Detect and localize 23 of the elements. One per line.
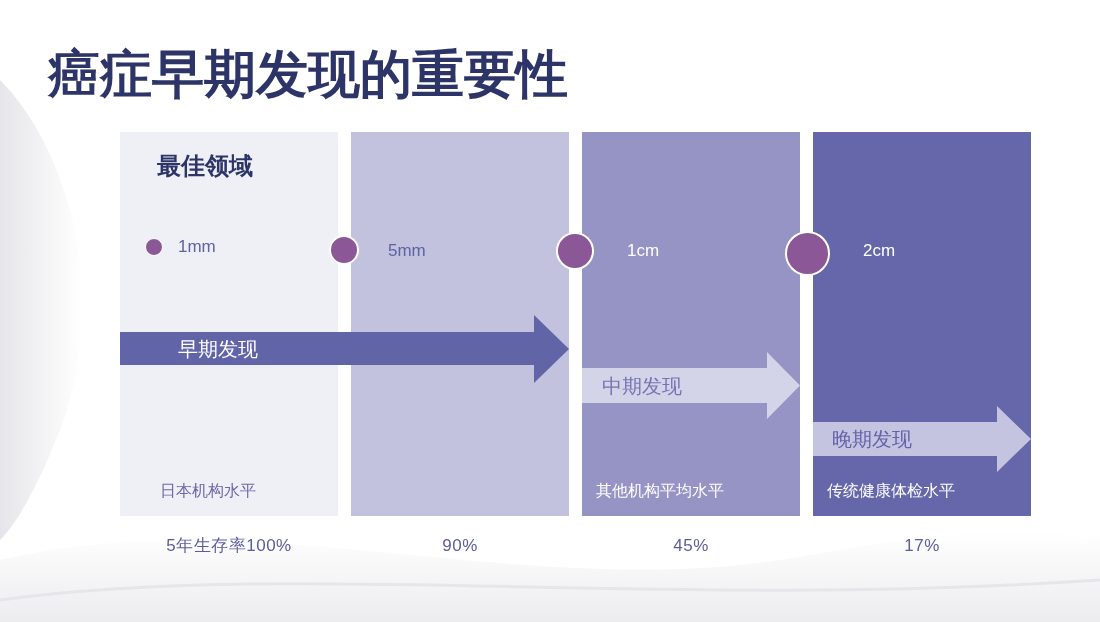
edge-label: 中期发现 — [602, 375, 682, 396]
edge-label: 早期发现 — [178, 339, 258, 359]
edge-label: 晚期发现 — [832, 429, 912, 449]
survival-rate: 5年生存率100% — [166, 536, 292, 554]
survival-rate: 45% — [673, 536, 709, 554]
size-label: 1cm — [627, 241, 660, 259]
slide-title: 癌症早期发现的重要性 — [48, 48, 568, 100]
section-heading: 最佳领域 — [157, 154, 253, 178]
survival-rate: 90% — [442, 536, 478, 554]
level-label: 日本机构水平 — [160, 483, 256, 499]
survival-rate: 17% — [904, 536, 940, 554]
block-arrow — [582, 352, 800, 419]
stage-panel — [813, 132, 1031, 516]
stage-panel — [351, 132, 569, 516]
block-arrow — [813, 406, 1031, 472]
level-label: 传统健康体检水平 — [827, 483, 955, 499]
size-label: 2cm — [863, 241, 896, 259]
stage-panel — [120, 132, 338, 516]
block-arrow — [120, 315, 569, 383]
stage-panel — [582, 132, 800, 516]
size-label: 1mm — [178, 237, 216, 255]
size-label: 5mm — [388, 241, 426, 259]
level-label: 其他机构平均水平 — [596, 483, 724, 499]
